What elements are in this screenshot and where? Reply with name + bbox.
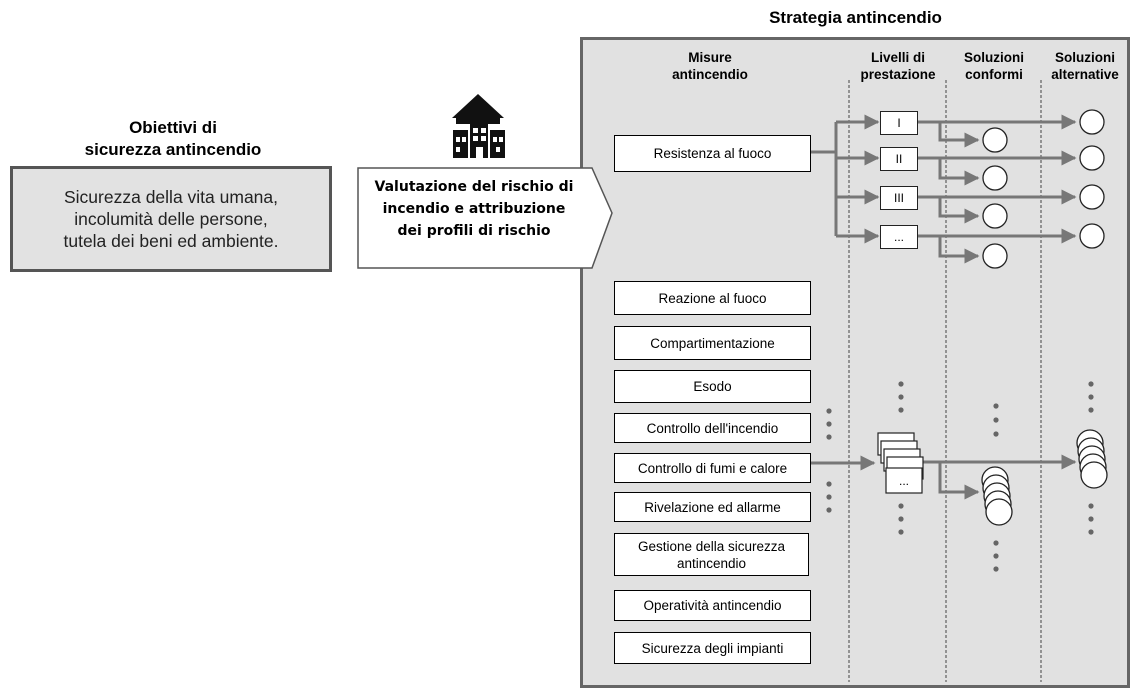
- col-head-alternative-line1: Soluzioni: [1055, 50, 1115, 65]
- col-head-conform: Soluzioni conformi: [948, 49, 1040, 83]
- building-icon: [452, 94, 505, 158]
- col-head-conform-line1: Soluzioni: [964, 50, 1024, 65]
- measure-systems-safety: Sicurezza degli impianti: [614, 632, 811, 664]
- measure-exodus: Esodo: [614, 370, 811, 403]
- objectives-title-line2: sicurezza antincendio: [84, 140, 262, 159]
- strategy-title: Strategia antincendio: [769, 8, 942, 27]
- measure-smoke-heat-control: Controllo di fumi e calore: [614, 453, 811, 483]
- risk-assessment-label: Valutazione del rischio di incendio e at…: [362, 176, 586, 242]
- stacked-level-label: ...: [898, 474, 909, 488]
- measure-fire-resistance: Resistenza al fuoco: [614, 135, 811, 172]
- risk-arrow-shape: [357, 167, 613, 269]
- col-head-levels: Livelli di prestazione: [851, 49, 945, 83]
- col-head-levels-line2: prestazione: [860, 67, 936, 82]
- measure-fire-control: Controllo dell'incendio: [614, 413, 811, 443]
- objectives-title-line1: Obiettivi di: [129, 118, 217, 137]
- objectives-box-line2: incolumità delle persone,: [74, 209, 268, 229]
- measure-detection-alarm: Rivelazione ed allarme: [614, 492, 811, 522]
- level-box-3: III: [880, 186, 918, 210]
- risk-line3: dei profili di rischio: [397, 223, 551, 239]
- col-head-measures-line2: antincendio: [672, 67, 748, 82]
- col-head-alternative: Soluzioni alternative: [1042, 49, 1128, 83]
- objectives-box-line3: tutela dei beni ed ambiente.: [63, 231, 279, 251]
- risk-line2: incendio e attribuzione: [382, 201, 566, 217]
- col-head-conform-line2: conformi: [965, 67, 1023, 82]
- level-box-4: ...: [880, 225, 918, 249]
- level-box-1: I: [880, 111, 918, 135]
- risk-line1: Valutazione del rischio di: [374, 179, 574, 195]
- objectives-box-line1: Sicurezza della vita umana,: [64, 187, 278, 207]
- measure-compartmentation: Compartimentazione: [614, 326, 811, 360]
- objectives-box: Sicurezza della vita umana, incolumità d…: [10, 166, 332, 272]
- col-head-alternative-line2: alternative: [1051, 67, 1119, 82]
- col-head-measures-line1: Misure: [688, 50, 732, 65]
- measure-operativity: Operatività antincendio: [614, 590, 811, 621]
- measure-fire-reaction: Reazione al fuoco: [614, 281, 811, 315]
- col-head-measures: Misure antincendio: [640, 49, 780, 83]
- col-head-levels-line1: Livelli di: [870, 50, 925, 65]
- level-box-2: II: [880, 147, 918, 171]
- measure-safety-management: Gestione della sicurezza antincendio: [614, 533, 809, 576]
- objectives-title: Obiettivi di sicurezza antincendio: [0, 117, 346, 161]
